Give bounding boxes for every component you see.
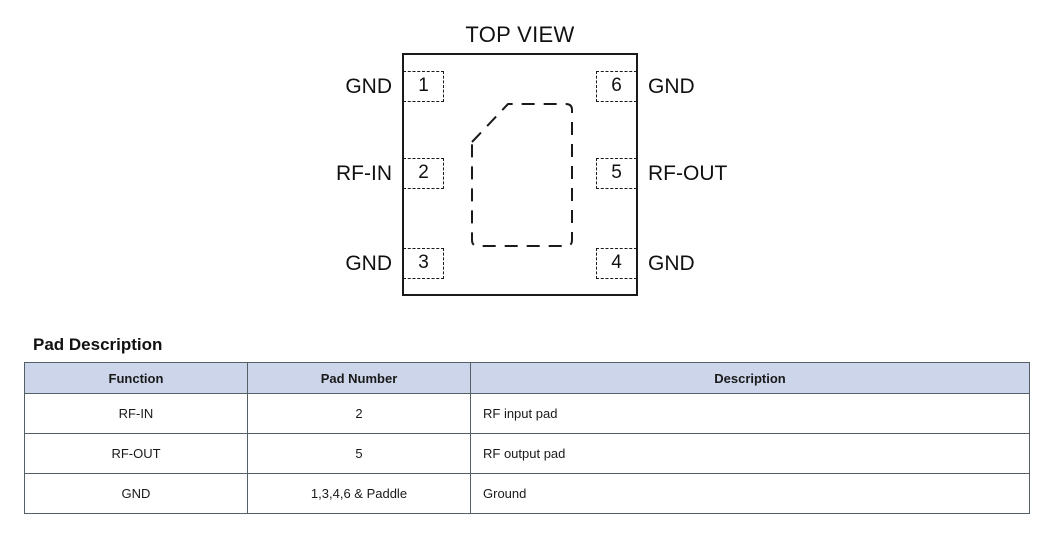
pad-description-table: Function Pad Number Description RF-IN 2 … bbox=[24, 362, 1030, 514]
cell-pad-number: 5 bbox=[247, 433, 471, 474]
table-header-row: Function Pad Number Description bbox=[24, 362, 1030, 394]
pin-label-5: RF-OUT bbox=[648, 162, 728, 185]
exposed-paddle-icon bbox=[471, 103, 573, 247]
column-header-function: Function bbox=[24, 362, 248, 394]
pin-pad-2: 2 bbox=[403, 158, 444, 189]
cell-pad-number: 1,3,4,6 & Paddle bbox=[247, 473, 471, 514]
cell-function: RF-OUT bbox=[24, 433, 248, 474]
pin-pad-1: 1 bbox=[403, 71, 444, 102]
cell-description: RF output pad bbox=[470, 433, 1030, 474]
pin-label-2: RF-IN bbox=[336, 162, 392, 185]
pin-pad-3: 3 bbox=[403, 248, 444, 279]
package-top-view-diagram: TOP VIEW 1 2 3 6 5 4 GND RF-IN GND GND R… bbox=[336, 22, 728, 296]
table-row: RF-OUT 5 RF output pad bbox=[24, 433, 1030, 474]
cell-function: GND bbox=[24, 473, 248, 514]
pin-pad-4: 4 bbox=[596, 248, 637, 279]
pin-label-1: GND bbox=[345, 75, 392, 98]
table-row: GND 1,3,4,6 & Paddle Ground bbox=[24, 473, 1030, 514]
column-header-pad-number: Pad Number bbox=[247, 362, 471, 394]
pin-pad-5: 5 bbox=[596, 158, 637, 189]
table-row: RF-IN 2 RF input pad bbox=[24, 393, 1030, 434]
column-header-description: Description bbox=[470, 362, 1030, 394]
pad-description-heading: Pad Description bbox=[33, 335, 163, 354]
pin-label-4: GND bbox=[648, 252, 695, 275]
cell-pad-number: 2 bbox=[247, 393, 471, 434]
cell-description: RF input pad bbox=[470, 393, 1030, 434]
cell-function: RF-IN bbox=[24, 393, 248, 434]
pin-pad-6: 6 bbox=[596, 71, 637, 102]
pin-label-6: GND bbox=[648, 75, 695, 98]
package-outline bbox=[402, 53, 638, 296]
pin-label-3: GND bbox=[345, 252, 392, 275]
top-view-title: TOP VIEW bbox=[465, 22, 575, 47]
cell-description: Ground bbox=[470, 473, 1030, 514]
